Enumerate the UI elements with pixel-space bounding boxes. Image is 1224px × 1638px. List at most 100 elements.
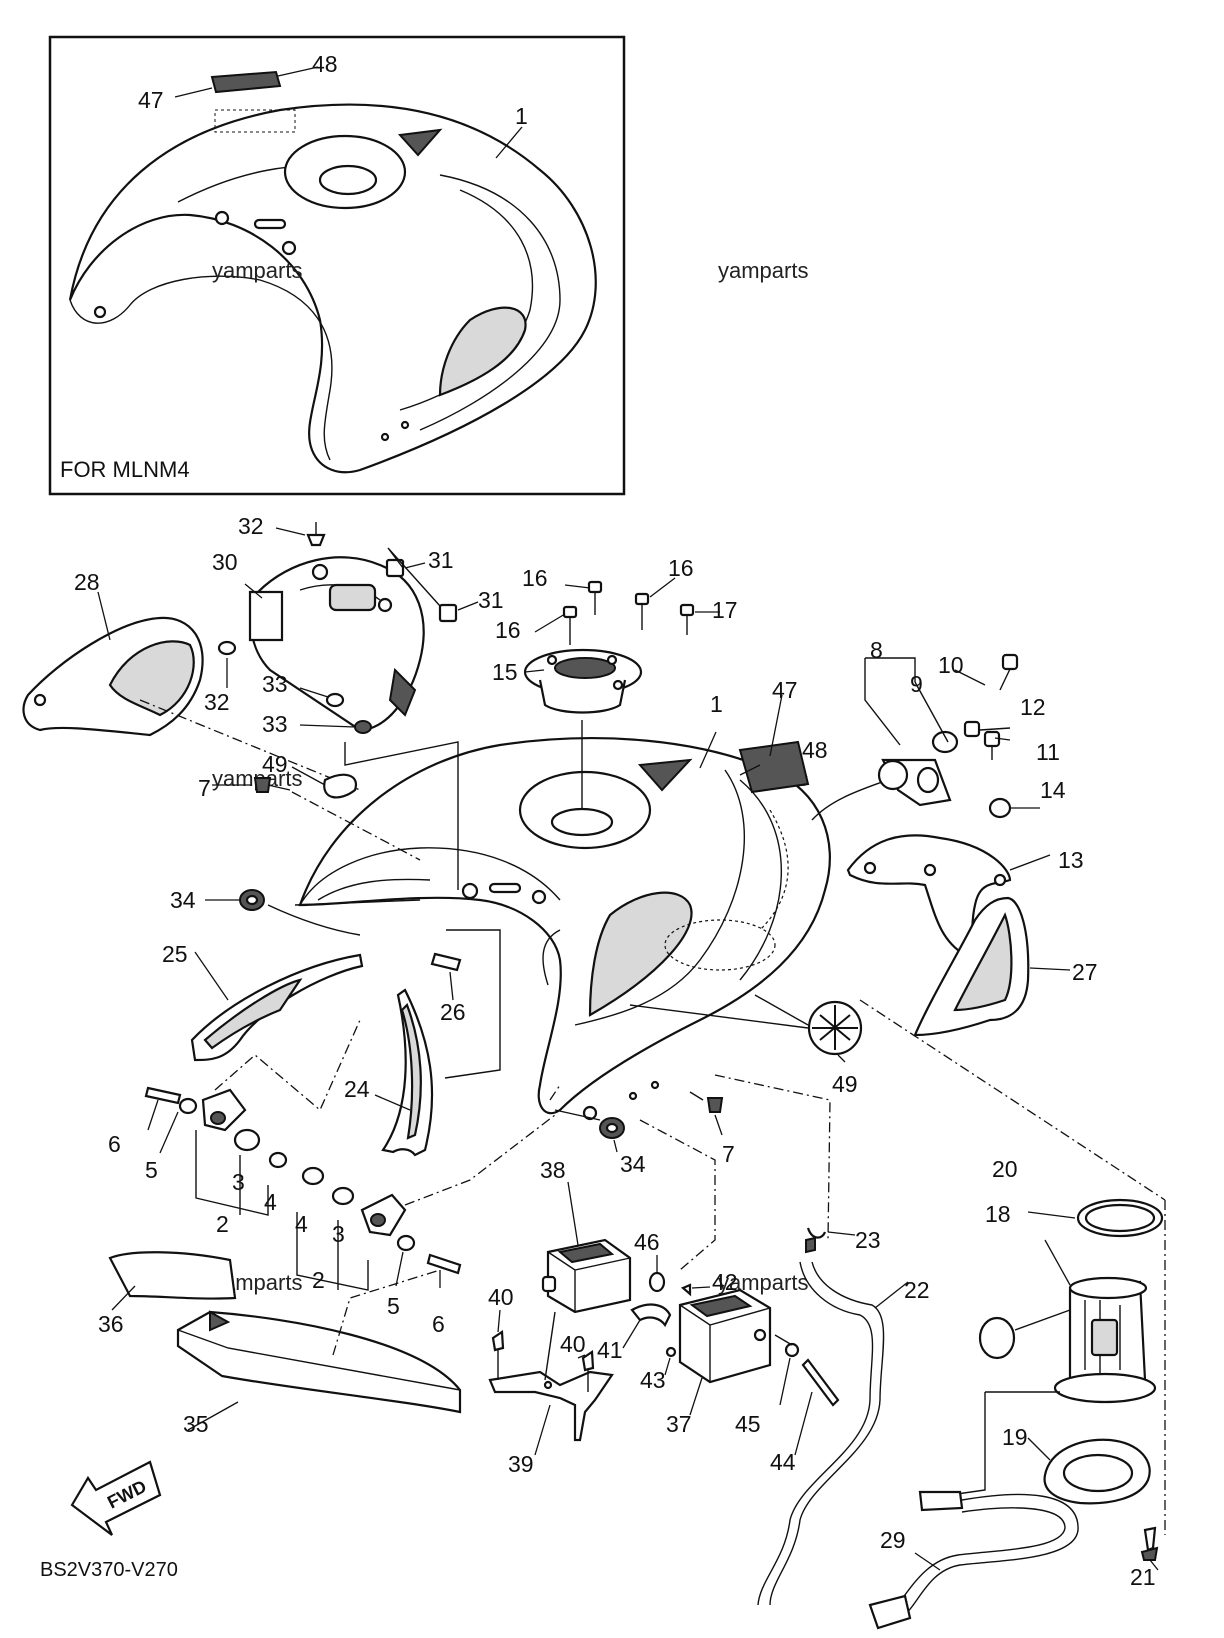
decal-48 (738, 740, 810, 794)
harness-29 (868, 1490, 1079, 1630)
fuel-pump (978, 1198, 1164, 1404)
callouts: 1 2 2 3 3 4 4 5 5 6 6 7 7 8 9 10 11 12 1… (74, 513, 1156, 1590)
filler-bolts (562, 580, 695, 645)
callout: 42 (712, 1269, 738, 1295)
callout: 46 (634, 1229, 660, 1255)
pad-35 (176, 1310, 462, 1414)
callout: 1 (710, 691, 723, 717)
fasteners-31-32-33 (217, 522, 458, 734)
inset-panel: 48 47 1 FOR MLNM4 (48, 35, 626, 496)
callout: 23 (855, 1227, 881, 1253)
callout: 49 (832, 1071, 858, 1097)
callout: 43 (640, 1367, 666, 1393)
filler-cap (523, 648, 643, 714)
callout: 31 (478, 587, 504, 613)
washer-14 (988, 797, 1012, 819)
callout: 30 (212, 549, 238, 575)
callout: 14 (1040, 777, 1066, 803)
callout: 21 (1130, 1564, 1156, 1590)
callout: 38 (540, 1157, 566, 1183)
callout: 2 (312, 1267, 325, 1293)
callout: 44 (770, 1449, 796, 1475)
canister-38 (541, 1238, 632, 1314)
callout: 49 (262, 751, 288, 777)
callout: 29 (880, 1527, 906, 1553)
side-cover-left (22, 616, 204, 737)
callout: 31 (428, 547, 454, 573)
watermark: yamparts (212, 258, 302, 283)
callout: 15 (492, 659, 518, 685)
callout: 34 (620, 1151, 646, 1177)
callout: 41 (597, 1337, 623, 1363)
hose-41 (630, 1303, 672, 1328)
callout: 35 (183, 1411, 209, 1437)
callout: 5 (387, 1293, 400, 1319)
callout: 48 (802, 737, 828, 763)
inset-fuel-tank (68, 103, 597, 474)
fuel-pump-gasket-19 (1043, 1438, 1151, 1505)
pad-36 (108, 1251, 237, 1300)
stay-24 (381, 988, 434, 1157)
callout: 34 (170, 887, 196, 913)
callout: 16 (495, 617, 521, 643)
inset-title: FOR MLNM4 (60, 457, 190, 482)
clip-23 (806, 1227, 827, 1239)
callout: 18 (985, 1201, 1011, 1227)
diagram-code: BS2V370-V270 (40, 1559, 178, 1581)
callout: 32 (238, 513, 264, 539)
callout: 19 (1002, 1424, 1028, 1450)
canister-37 (678, 1288, 772, 1384)
callout: 4 (264, 1189, 277, 1215)
side-cover-right (913, 896, 1030, 1037)
hose-22 (757, 1261, 874, 1606)
callout: 27 (1072, 959, 1098, 985)
fuel-tank (298, 737, 831, 1121)
callout: 4 (295, 1211, 308, 1237)
callout: 3 (232, 1169, 245, 1195)
callout-47-inset: 47 (138, 87, 164, 113)
callout: 26 (440, 999, 466, 1025)
callout-1-inset: 1 (515, 103, 528, 129)
bracket-39 (488, 1370, 614, 1442)
callout: 20 (992, 1156, 1018, 1182)
callout: 3 (332, 1221, 345, 1247)
callout: 45 (735, 1411, 761, 1437)
callout: 2 (216, 1211, 229, 1237)
callout: 33 (262, 671, 288, 697)
callout: 7 (722, 1141, 735, 1167)
callout: 17 (712, 597, 738, 623)
callout: 16 (668, 555, 694, 581)
callout: 6 (432, 1311, 445, 1337)
watermark: yamparts (718, 258, 808, 283)
bracket-right (877, 653, 1019, 807)
callout: 5 (145, 1157, 158, 1183)
mount-right (301, 1166, 462, 1275)
callout: 36 (98, 1311, 124, 1337)
callout: 16 (522, 565, 548, 591)
decal-48 (210, 70, 282, 94)
callout: 40 (560, 1331, 586, 1357)
callout: 13 (1058, 847, 1084, 873)
callout: 40 (488, 1284, 514, 1310)
callout: 47 (772, 677, 798, 703)
collar-26 (430, 952, 462, 972)
callout: 39 (508, 1451, 534, 1477)
callout: 32 (204, 689, 230, 715)
emblem-49 (807, 1000, 863, 1056)
callout: 33 (262, 711, 288, 737)
callout: 8 (870, 637, 883, 663)
bracket-25 (190, 953, 364, 1062)
callout: 12 (1020, 694, 1046, 720)
callout: 10 (938, 652, 964, 678)
callout: 24 (344, 1076, 370, 1102)
callout: 28 (74, 569, 100, 595)
callout-48-inset: 48 (312, 51, 338, 77)
callout: 25 (162, 941, 188, 967)
callout: 11 (1036, 739, 1060, 765)
top-cover (248, 556, 425, 732)
fwd-arrow-icon: FWD (70, 1460, 162, 1536)
callout: 6 (108, 1131, 121, 1157)
callout: 9 (910, 671, 923, 697)
mount-left (144, 1086, 288, 1169)
